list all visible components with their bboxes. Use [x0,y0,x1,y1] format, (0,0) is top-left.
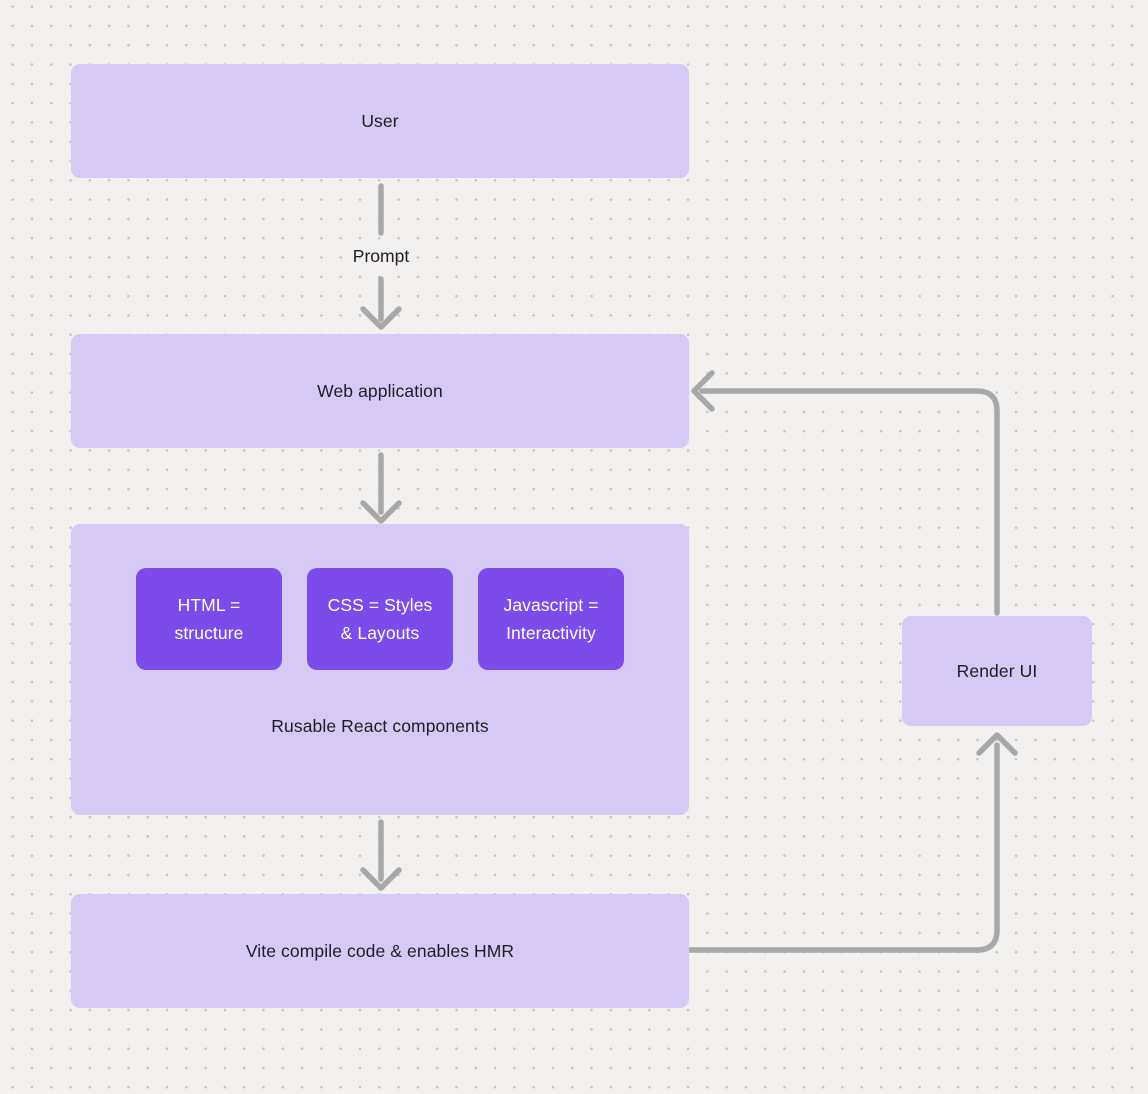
node-vite-label: Vite compile code & enables HMR [245,940,515,961]
arrowhead-down-webapp [360,306,402,330]
node-render-ui-label: Render UI [956,660,1038,681]
connector-renderui-to-webapp [699,388,1000,616]
node-user-label: User [361,110,399,131]
component-javascript: Javascript = Interactivity [478,568,624,670]
arrowhead-down-group [360,500,402,524]
components-group-caption: Rusable React components [271,716,489,736]
component-html: HTML = structure [136,568,282,670]
node-vite: Vite compile code & enables HMR [71,894,689,1008]
arrowhead-down-vite [360,867,402,891]
arrowhead-left-webapp [691,370,715,412]
node-web-application: Web application [71,334,689,448]
node-user: User [71,64,689,178]
arrowhead-up-renderui [976,732,1018,756]
component-css: CSS = Styles & Layouts [307,568,453,670]
components-row: HTML = structure CSS = Styles & Layouts … [71,524,689,670]
node-web-application-label: Web application [317,380,443,401]
edge-label-prompt: Prompt [352,246,410,266]
connector-vite-to-renderui [687,742,1000,953]
node-render-ui: Render UI [902,616,1092,726]
node-components-group: HTML = structure CSS = Styles & Layouts … [71,524,689,815]
